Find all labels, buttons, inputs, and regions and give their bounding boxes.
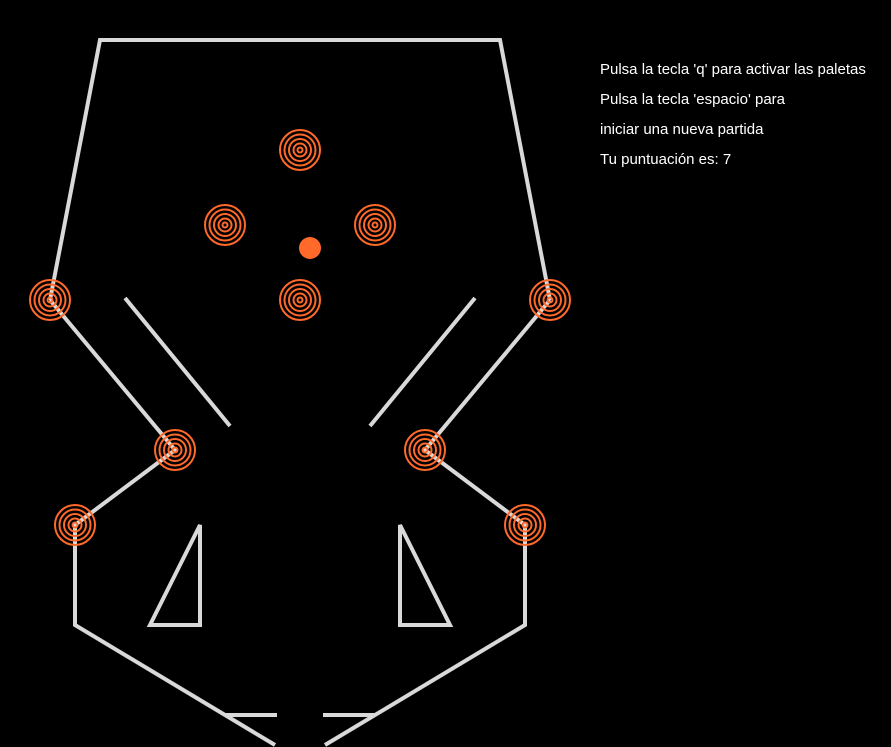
bumper-mid-right xyxy=(404,429,446,471)
bumper-ring xyxy=(33,283,67,317)
bumper-ring xyxy=(404,429,446,471)
bumper-ring xyxy=(358,208,392,242)
right-guide-lane xyxy=(368,296,477,428)
right-slingshot xyxy=(398,524,454,627)
instruction-flippers: Pulsa la tecla 'q' para activar las pale… xyxy=(600,61,866,78)
instruction-new-game-cont: iniciar una nueva partida xyxy=(600,121,764,138)
bumper-ring xyxy=(363,213,387,237)
bumper-ring xyxy=(513,513,537,537)
bumper-upper-left xyxy=(204,204,246,246)
bumper-ring xyxy=(283,133,317,167)
score-display: Tu puntuación es: 7 xyxy=(600,145,891,175)
bumper-ring xyxy=(517,517,533,533)
bumper-ring xyxy=(354,204,396,246)
bumper-ring xyxy=(417,442,433,458)
ball xyxy=(299,237,321,259)
bumper-ring xyxy=(42,292,58,308)
bumper-ring xyxy=(279,279,321,321)
bumper-mid-left xyxy=(154,429,196,471)
bumper-ring xyxy=(533,283,567,317)
bumper-ring xyxy=(29,279,71,321)
bumper-ring xyxy=(208,208,242,242)
bumper-ring xyxy=(542,292,558,308)
bumper-ring xyxy=(213,213,237,237)
right-outer-wall xyxy=(323,298,552,747)
bumper-ring xyxy=(46,296,54,304)
bumper-ring xyxy=(538,288,562,312)
bumper-ring xyxy=(296,146,304,154)
instructions-panel: Pulsa la tecla 'q' para activar las pale… xyxy=(600,55,891,175)
bumper-center xyxy=(279,279,321,321)
bumper-ring xyxy=(421,446,429,454)
bumper-ring xyxy=(163,438,187,462)
bumper-ring xyxy=(546,296,554,304)
bumper-ring xyxy=(67,517,83,533)
bumper-ring xyxy=(58,508,92,542)
score-label: Tu puntuación es: xyxy=(600,151,719,168)
bumper-ring xyxy=(529,279,571,321)
bumper-ring xyxy=(171,446,179,454)
bumper-ring xyxy=(292,292,308,308)
bumper-ring xyxy=(288,138,312,162)
bumper-ring xyxy=(204,204,246,246)
bumpers-group xyxy=(29,129,571,546)
bumper-ring xyxy=(292,142,308,158)
bumper-ring xyxy=(521,521,529,529)
bumper-right-wall xyxy=(529,279,571,321)
bumper-ring xyxy=(221,221,229,229)
bumper-lower-right xyxy=(504,504,546,546)
bumper-ring xyxy=(154,429,196,471)
left-outer-wall xyxy=(48,298,277,747)
bumper-ring xyxy=(367,217,383,233)
outer-top-wall xyxy=(48,38,552,301)
bumper-ring xyxy=(296,296,304,304)
left-slingshot xyxy=(146,524,202,627)
bumper-ring xyxy=(283,283,317,317)
bumper-left-wall xyxy=(29,279,71,321)
bumper-ring xyxy=(217,217,233,233)
bumper-ring xyxy=(279,129,321,171)
bumper-ring xyxy=(167,442,183,458)
instruction-new-game: Pulsa la tecla 'espacio' para xyxy=(600,91,786,108)
bumper-ring xyxy=(288,288,312,312)
bumper-ring xyxy=(54,504,96,546)
score-value: 7 xyxy=(722,151,732,168)
bumper-ring xyxy=(408,433,442,467)
bumper-upper-right xyxy=(354,204,396,246)
bumper-ring xyxy=(38,288,62,312)
left-guide-lane xyxy=(123,296,232,428)
bumper-ring xyxy=(158,433,192,467)
bumper-ring xyxy=(63,513,87,537)
bumper-lower-left xyxy=(54,504,96,546)
bumper-ring xyxy=(413,438,437,462)
bumper-ring xyxy=(71,521,79,529)
bumper-ring xyxy=(371,221,379,229)
bumper-ring xyxy=(504,504,546,546)
bumper-ring xyxy=(508,508,542,542)
bumper-top xyxy=(279,129,321,171)
